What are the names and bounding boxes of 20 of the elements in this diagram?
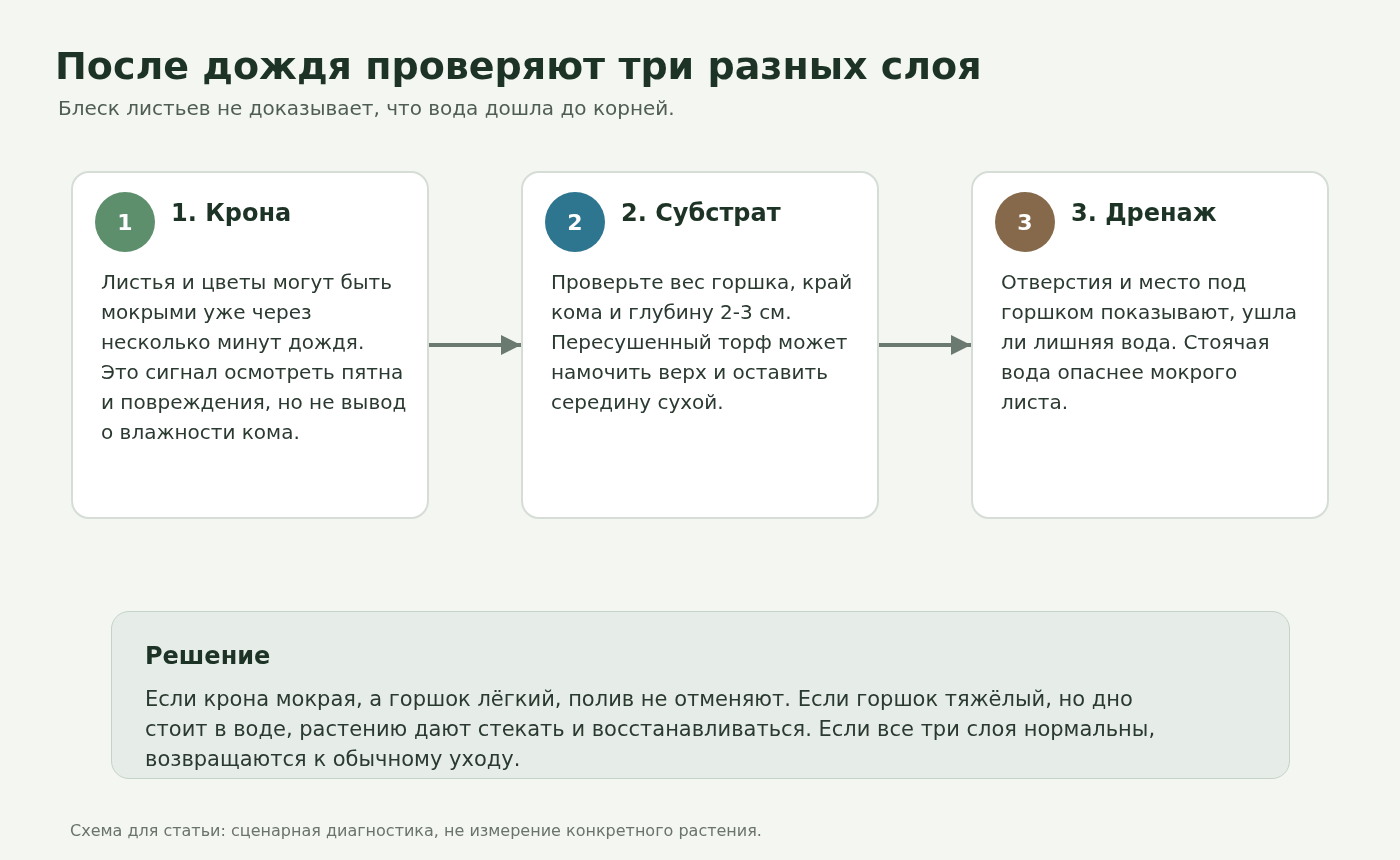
card-heading: 3. Дренаж — [1071, 199, 1217, 227]
card-text: Проверьте вес горшка, край кома и глубину 2-3 см. Пересушенный торф может намочить верх и оставить середину сухой. — [551, 269, 854, 416]
step-card — [71, 171, 429, 519]
title: После дождя проверяют три разных слоя — [55, 44, 982, 88]
arrow — [429, 335, 521, 355]
number-badge: 1 — [95, 192, 155, 252]
step-card — [971, 171, 1329, 519]
step-card — [521, 171, 879, 519]
subtitle: Блеск листьев не доказывает, что вода дошла до корней. — [58, 96, 675, 120]
card-text: Листья и цветы могут быть мокрыми уже через несколько минут дождя. Это сигнал осмотреть пятна и повреждения, но не вывод о влажности кома. — [101, 269, 407, 446]
panel-heading: Решение — [145, 642, 271, 670]
arrow — [879, 335, 971, 355]
number-badge: 2 — [545, 192, 605, 252]
panel-text: Если крона мокрая, а горшок лёгкий, полив не отменяют. Если горшок тяжёлый, но дно стоит в воде, растению дают стекать и восстанавливаться. Если все три слоя нормальны, возвращаются к обычному уходу. — [145, 686, 1157, 773]
number-badge: 3 — [995, 192, 1055, 252]
card-heading: 1. Крона — [171, 199, 292, 227]
footnote: Схема для статьи: сценарная диагностика, не измерение конкретного растения. — [70, 821, 762, 840]
card-heading: 2. Субстрат — [621, 199, 781, 227]
card-text: Отверстия и место под горшком показывают, ушла ли лишняя вода. Стоячая вода опаснее мокрого листа. — [1001, 269, 1298, 416]
decision-panel — [111, 611, 1290, 779]
